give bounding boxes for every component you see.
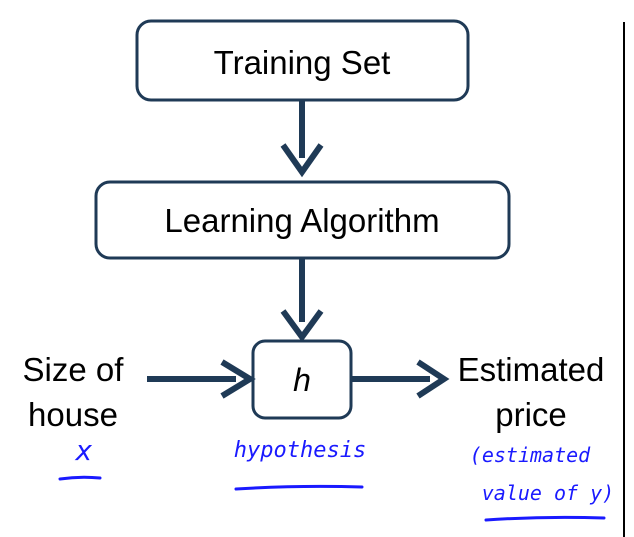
annotation-hypothesis: hypothesis (234, 438, 366, 463)
output-label: Estimated price (458, 351, 605, 433)
annotation-estimate-underline (484, 515, 606, 522)
output-label-line1: Estimated (458, 351, 605, 388)
learning-algorithm-label: Learning Algorithm (164, 202, 439, 239)
hypothesis-label: h (293, 362, 311, 398)
input-label-line1: Size of (23, 351, 125, 388)
annotation-hypothesis-underline (234, 484, 364, 491)
training-set-node: Training Set (135, 19, 470, 102)
handwritten-annotations: x hypothesis (estimated value of y) (58, 434, 614, 522)
arrow-h-to-output (351, 359, 450, 399)
output-label-line2: price (495, 396, 567, 433)
learning-algorithm-node: Learning Algorithm (94, 180, 511, 260)
training-set-label: Training Set (214, 44, 391, 81)
annotation-estimate-line1: (estimated (470, 443, 591, 467)
hypothesis-node: h (251, 339, 353, 420)
arrow-learning-to-h (280, 258, 324, 343)
input-label: Size of house (23, 351, 125, 433)
annotation-estimate-line2: value of y) (482, 481, 614, 505)
annotation-input-underline (58, 475, 102, 481)
arrow-training-to-learning (280, 100, 324, 178)
input-label-line2: house (28, 396, 118, 433)
annotation-input-variable: x (75, 434, 93, 467)
arrow-input-to-h (147, 359, 256, 399)
